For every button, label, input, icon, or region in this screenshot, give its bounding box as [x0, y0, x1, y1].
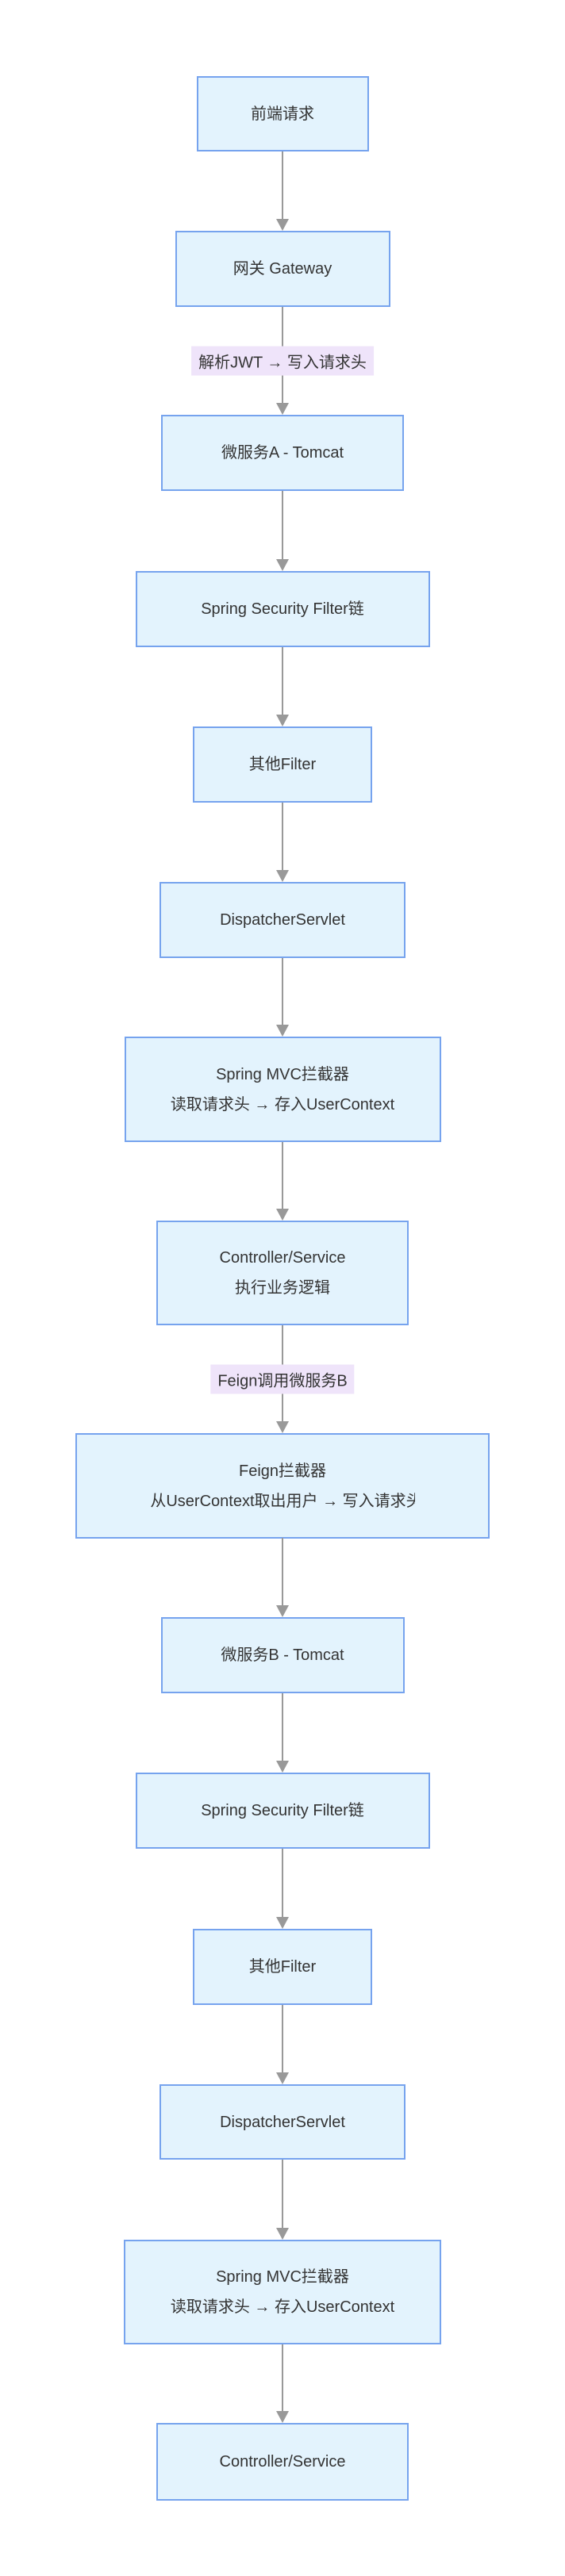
arrowhead-icon [276, 2072, 289, 2084]
node-label: Spring Security Filter链 [201, 600, 364, 618]
flow-node-feign-interceptor: Feign拦截器从UserContext取出用户 → 写入请求头 [75, 1433, 490, 1539]
node-label: 前端请求 [251, 105, 314, 123]
node-label: 读取请求头 → 存入UserContext [170, 2298, 395, 2316]
node-label: Controller/Service [219, 2453, 346, 2471]
arrowhead-icon [276, 1209, 289, 1221]
node-label-text: 从UserContext取出用户 → 写入请求 [150, 1492, 406, 1510]
node-label: Feign拦截器 [238, 1462, 327, 1480]
flow-node-mvc-interceptor-a: Spring MVC拦截器读取请求头 → 存入UserContext [124, 1037, 441, 1142]
flow-node-other-filter-a: 其他Filter [193, 726, 372, 803]
flow-node-frontend-request: 前端请求 [196, 76, 369, 151]
flow-node-service-b-tomcat: 微服务B - Tomcat [160, 1617, 405, 1693]
arrowhead-icon [276, 219, 289, 231]
edge-line [282, 1538, 283, 1607]
node-label: 其他Filter [248, 756, 317, 773]
flow-node-controller-service-a: Controller/Service 执行业务逻辑 [156, 1221, 409, 1325]
node-label: 微服务B - Tomcat [221, 1646, 344, 1664]
edge-line [282, 647, 283, 716]
flow-node-service-a-tomcat: 微服务A - Tomcat [161, 415, 404, 491]
edge-label: Feign调用微服务B [210, 1364, 355, 1394]
arrowhead-icon [276, 403, 289, 415]
node-label: 执行业务逻辑 [235, 1279, 330, 1297]
arrowhead-icon [276, 2228, 289, 2240]
arrowhead-icon [276, 1605, 289, 1617]
flow-node-other-filter-b: 其他Filter [193, 1929, 372, 2005]
flow-node-mvc-interceptor-b: Spring MVC拦截器读取请求头 → 存入UserContext [124, 2240, 441, 2344]
arrowhead-icon [276, 1421, 289, 1433]
node-label: 微服务A - Tomcat [221, 444, 344, 462]
edge-line [282, 151, 283, 220]
node-label: Controller/Service [219, 1249, 346, 1267]
node-label: DispatcherServlet [220, 2113, 345, 2131]
node-label: 其他Filter [248, 1958, 317, 1976]
node-label: 读取请求头 → 存入UserContext [170, 1095, 395, 1114]
edge-line [282, 1142, 283, 1210]
edge-line [282, 2005, 283, 2074]
arrowhead-icon [276, 559, 289, 571]
flow-node-gateway: 网关 Gateway [175, 231, 390, 307]
node-label: DispatcherServlet [220, 911, 345, 929]
node-label: 网关 Gateway [233, 260, 332, 278]
edge-line [282, 2160, 283, 2229]
flow-node-controller-service-b: Controller/Service [156, 2423, 409, 2501]
clipped-character: 头 [405, 1492, 415, 1510]
flow-node-dispatcher-servlet-b: DispatcherServlet [160, 2084, 405, 2160]
arrowhead-icon [276, 1917, 289, 1929]
arrowhead-icon [276, 715, 289, 726]
flow-node-security-filter-chain-a: Spring Security Filter链 [135, 571, 430, 647]
arrowhead-icon [276, 1761, 289, 1773]
node-label: 从UserContext取出用户 → 写入请求头 [150, 1486, 414, 1516]
flow-node-dispatcher-servlet-a: DispatcherServlet [160, 882, 405, 958]
edge-line [282, 958, 283, 1026]
edge-line [282, 1849, 283, 1919]
arrowhead-icon [276, 870, 289, 882]
node-label: Spring MVC拦截器 [216, 2268, 349, 2286]
arrowhead-icon [276, 2411, 289, 2423]
node-label: Spring MVC拦截器 [216, 1065, 349, 1083]
edge-label: 解析JWT → 写入请求头 [191, 346, 374, 376]
edge-line [282, 803, 283, 872]
arrowhead-icon [276, 1025, 289, 1037]
flow-node-security-filter-chain-b: Spring Security Filter链 [135, 1773, 430, 1849]
node-label: Spring Security Filter链 [201, 1802, 364, 1819]
edge-line [282, 2344, 283, 2413]
edge-line [282, 1693, 283, 1762]
edge-line [282, 491, 283, 561]
